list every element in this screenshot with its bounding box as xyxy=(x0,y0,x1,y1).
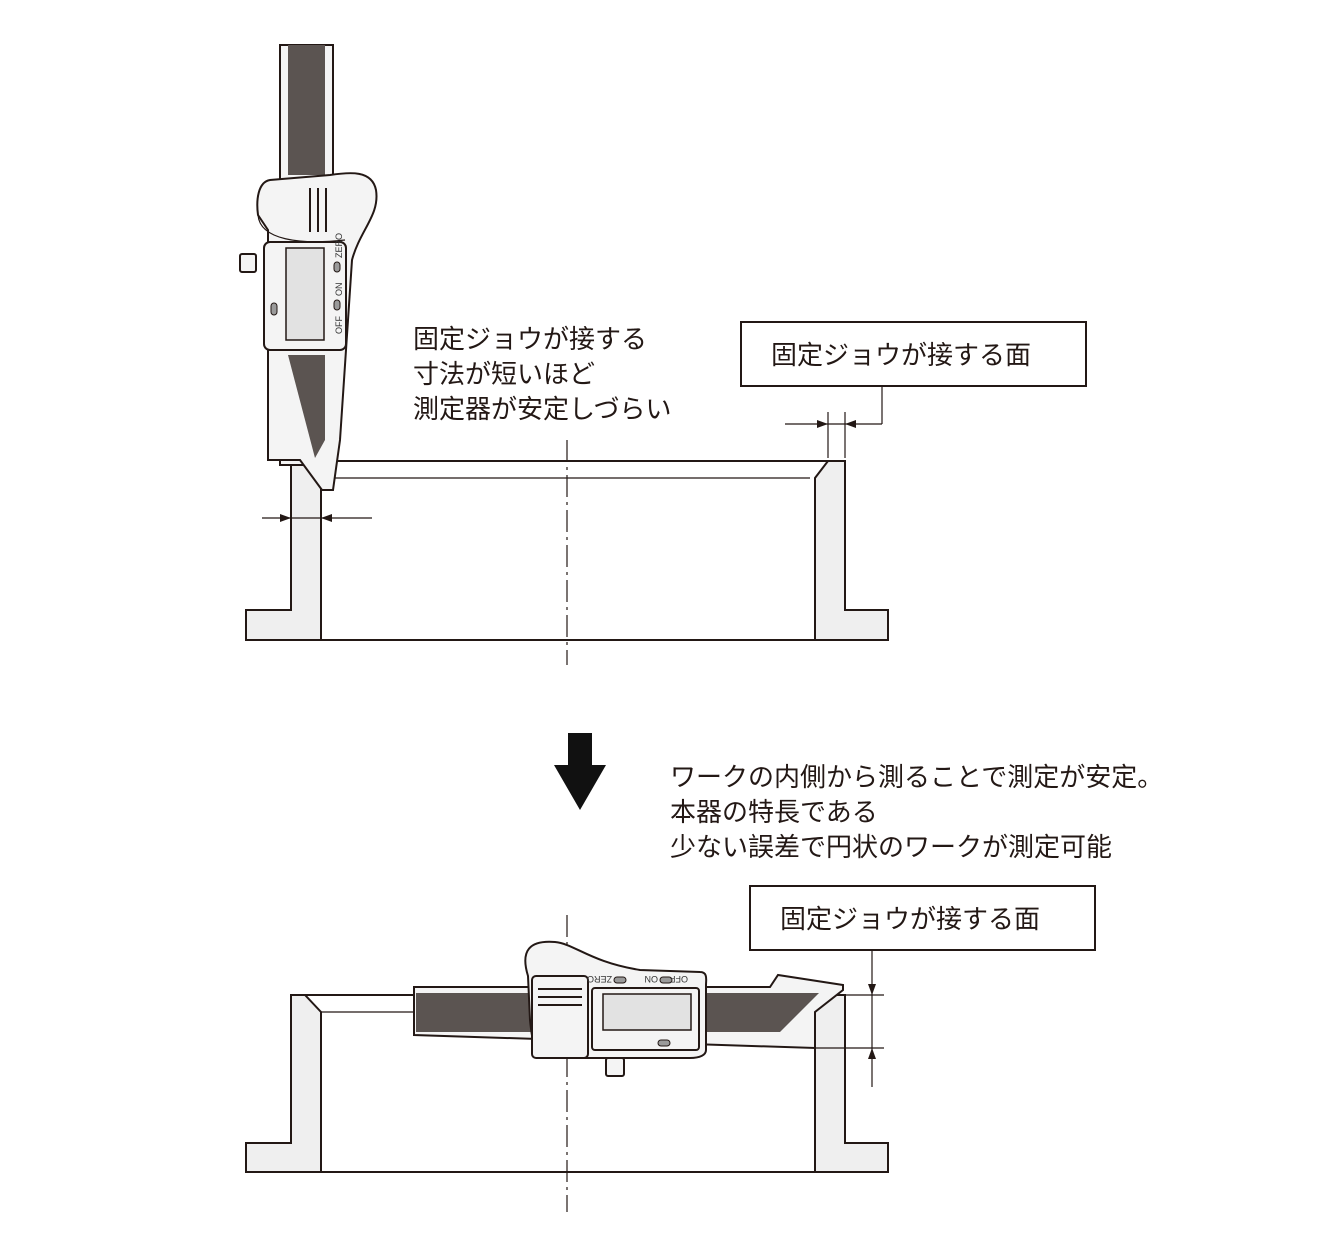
svg-text:ワークの内側から測ることで測定が安定。: ワークの内側から測ることで測定が安定。 xyxy=(670,763,1163,793)
off-label: OFF xyxy=(670,974,688,984)
bottom-note: ワークの内側から測ることで測定が安定。 本器の特長である 少ない誤差で円状のワー… xyxy=(670,763,1163,863)
lock-screw xyxy=(605,1057,625,1077)
svg-text:寸法が短いほど: 寸法が短いほど xyxy=(413,360,595,390)
zero-button[interactable] xyxy=(333,261,341,273)
svg-text:固定ジョウが接する面: 固定ジョウが接する面 xyxy=(780,905,1040,935)
caliper-beam xyxy=(288,45,325,175)
off-label: OFF xyxy=(334,316,344,334)
zero-label: ZERO xyxy=(334,233,344,258)
svg-text:本器の特長である: 本器の特長である xyxy=(670,798,878,828)
top-dimension-right xyxy=(785,387,883,458)
top-note: 固定ジョウが接する 寸法が短いほど 測定器が安定しづらい xyxy=(413,325,671,425)
svg-text:少ない誤差で円状のワークが測定可能: 少ない誤差で円状のワークが測定可能 xyxy=(670,833,1112,863)
on-off-button[interactable] xyxy=(659,976,673,984)
top-caliper: ZERO ON OFF xyxy=(239,44,378,491)
bottom-dimension xyxy=(815,951,884,1087)
lock-screw xyxy=(239,253,257,273)
bottom-label-box: 固定ジョウが接する面 xyxy=(749,885,1096,951)
lcd-display xyxy=(602,993,692,1031)
zero-button[interactable] xyxy=(613,976,627,984)
lcd-display xyxy=(285,247,325,341)
top-workpiece xyxy=(245,460,889,641)
on-off-button[interactable] xyxy=(333,299,341,311)
svg-text:固定ジョウが接する: 固定ジョウが接する xyxy=(413,325,647,355)
top-label-box: 固定ジョウが接する面 xyxy=(740,321,1087,387)
zero-label: ZERO xyxy=(587,974,612,984)
on-label: ON xyxy=(334,283,344,297)
bottom-caliper: ZERO ON OFF xyxy=(413,940,844,1077)
on-label: ON xyxy=(645,974,659,984)
svg-text:固定ジョウが接する面: 固定ジョウが接する面 xyxy=(771,341,1031,371)
svg-text:測定器が安定しづらい: 測定器が安定しづらい xyxy=(413,395,671,425)
top-dimension-left xyxy=(262,505,372,530)
down-arrow-icon xyxy=(554,733,606,810)
bottom-workpiece xyxy=(245,994,889,1173)
